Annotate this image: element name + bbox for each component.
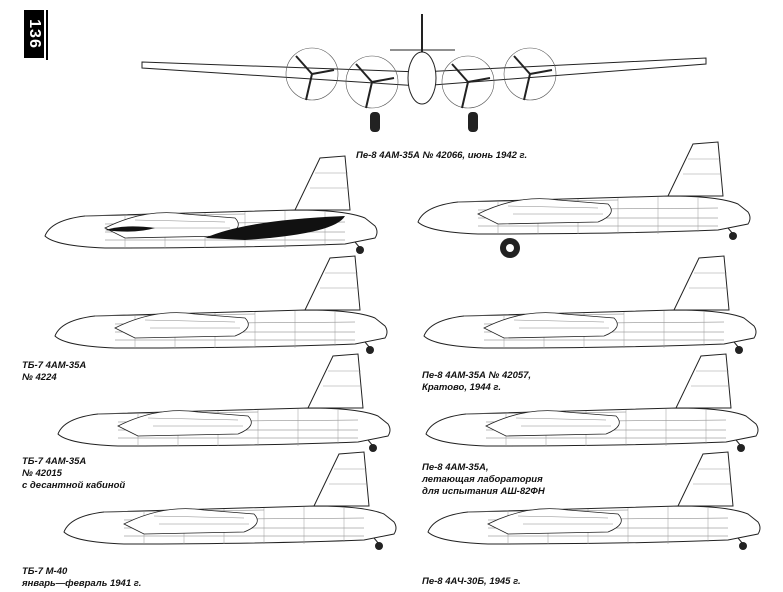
page-number-badge: 136 [24, 10, 44, 58]
front-view [141, 14, 707, 132]
caption-pe8-42057: Пе-8 4АМ-35А № 42057,Кратово, 1944 г. [422, 370, 532, 393]
side-view-pe8-lab [425, 353, 759, 453]
side-view-tb7-first [44, 155, 378, 255]
side-view-pe8-42057 [423, 255, 757, 355]
caption-front-view: Пе-8 4АМ-35А № 42066, июнь 1942 г. [356, 150, 528, 161]
side-view-tb7-4224 [54, 255, 388, 355]
caption-pe8-4ach: Пе-8 4АЧ-30Б, 1945 г. [422, 576, 521, 587]
margin-rule [46, 10, 48, 60]
side-view-pe8-top-right [417, 141, 751, 258]
side-view-tb7-42015 [57, 353, 391, 453]
